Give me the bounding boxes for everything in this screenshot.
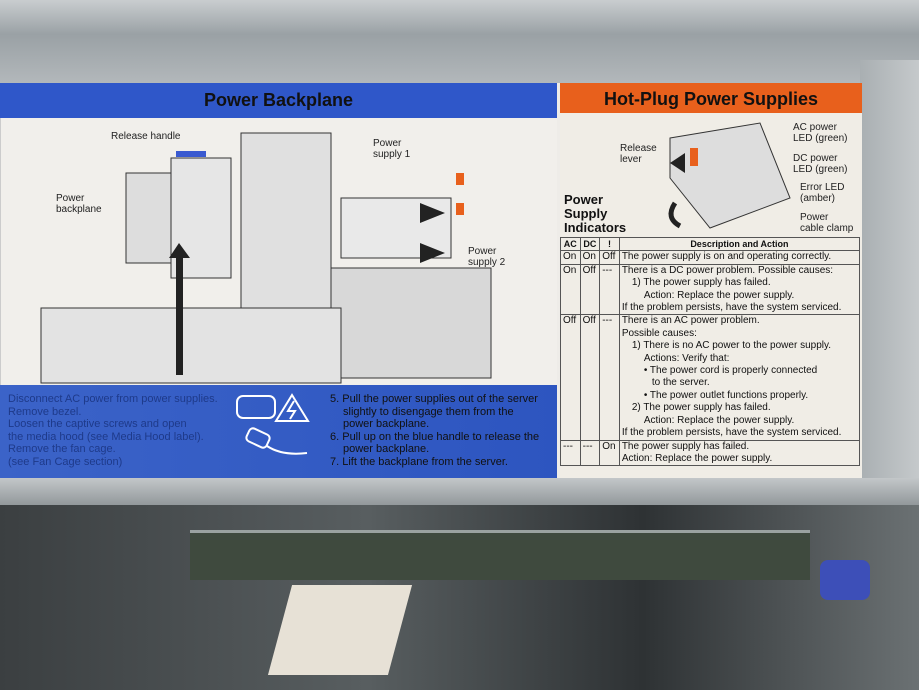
step: 7. Lift the backplane from the server. bbox=[330, 455, 508, 468]
step: power backplane. bbox=[343, 443, 430, 455]
cell-error: On bbox=[599, 439, 620, 467]
power-supply-2-label: Power supply 2 bbox=[468, 246, 506, 268]
chassis-edge bbox=[0, 478, 919, 508]
cell-dc: Off bbox=[579, 263, 601, 316]
cable-clamp-label: Power cable clamp bbox=[800, 212, 854, 234]
step: Disconnect AC power from power supplies. bbox=[8, 393, 218, 405]
steps-left: Disconnect AC power from power supplies.… bbox=[8, 393, 238, 468]
cell-description: There is an AC power problem. Possible c… bbox=[618, 314, 861, 441]
line: Action: Replace the power supply. bbox=[643, 289, 795, 301]
line: 1) There is no AC power to the power sup… bbox=[631, 340, 832, 352]
step: Remove bezel. bbox=[8, 405, 82, 418]
table-row: On Off --- There is a DC power problem. … bbox=[560, 263, 861, 316]
line: There is a DC power problem. Possible ca… bbox=[621, 264, 834, 276]
table-header: AC DC ! Description and Action bbox=[560, 236, 861, 252]
power-warning-icon bbox=[236, 393, 310, 455]
release-lever-label: Release lever bbox=[620, 143, 657, 165]
step: power backplane. bbox=[343, 418, 430, 430]
error-led-label: Error LED (amber) bbox=[800, 182, 845, 204]
table-row: On On Off The power supply is on and ope… bbox=[560, 250, 861, 265]
instructions-band: Disconnect AC power from power supplies.… bbox=[0, 385, 557, 478]
steps-right: 5. Pull the power supplies out of the se… bbox=[330, 393, 555, 468]
step: slightly to disengage them from the bbox=[343, 405, 514, 418]
cell-ac: --- bbox=[560, 439, 581, 467]
line: The power supply has failed. bbox=[621, 440, 750, 452]
cell-dc: Off bbox=[579, 314, 601, 441]
col-error: ! bbox=[599, 236, 620, 252]
cell-ac: On bbox=[560, 263, 581, 316]
line: Actions: Verify that: bbox=[643, 352, 730, 364]
server-internals bbox=[0, 505, 919, 690]
cell-error: Off bbox=[599, 250, 620, 265]
cell-description: There is a DC power problem. Possible ca… bbox=[618, 263, 861, 316]
blue-clip bbox=[820, 560, 870, 600]
service-label: Power Backplane Release handle Power bac… bbox=[0, 83, 862, 478]
line: • The power cord is properly connected bbox=[643, 365, 818, 377]
cell-description: The power supply has failed. Action: Rep… bbox=[618, 439, 861, 467]
power-backplane-title: Power Backplane bbox=[0, 83, 557, 118]
up-arrow bbox=[176, 255, 183, 375]
line: If the problem persists, have the system… bbox=[621, 427, 842, 439]
line: The power supply is on and operating cor… bbox=[621, 251, 832, 263]
line: There is an AC power problem. bbox=[621, 315, 760, 327]
power-supply-illustration bbox=[668, 122, 791, 229]
power-backplane-label: Power backplane bbox=[56, 193, 102, 215]
table-row: --- --- On The power supply has failed. … bbox=[560, 439, 861, 467]
cell-error: --- bbox=[599, 314, 620, 441]
table-row: Off Off --- There is an AC power problem… bbox=[560, 314, 861, 441]
step: the media hood (see Media Hood label). bbox=[8, 430, 204, 443]
hot-plug-title: Hot-Plug Power Supplies bbox=[560, 83, 862, 113]
line: Action: Replace the power supply. bbox=[621, 452, 773, 464]
cell-ac: Off bbox=[560, 314, 581, 441]
ac-led-label: AC power LED (green) bbox=[793, 122, 848, 144]
chassis-top bbox=[0, 0, 919, 86]
power-supply-1-label: Power supply 1 bbox=[373, 138, 411, 160]
line: 2) The power supply has failed. bbox=[631, 402, 771, 414]
circuit-board bbox=[190, 530, 810, 580]
cell-error: --- bbox=[599, 263, 620, 316]
step: 6. Pull up on the blue handle to release… bbox=[330, 430, 540, 443]
cell-ac: On bbox=[560, 250, 581, 265]
cell-dc: --- bbox=[579, 439, 601, 467]
step: (see Fan Cage section) bbox=[8, 455, 123, 468]
backplane-illustration bbox=[40, 132, 492, 384]
col-description: Description and Action bbox=[618, 236, 861, 252]
line: Action: Replace the power supply. bbox=[643, 414, 795, 426]
dc-led-label: DC power LED (green) bbox=[793, 153, 848, 175]
col-ac: AC bbox=[560, 236, 581, 252]
step: Remove the fan cage. bbox=[8, 443, 116, 455]
indicator-table: AC DC ! Description and Action On On Off… bbox=[560, 236, 861, 467]
step: Loosen the captive screws and open bbox=[8, 418, 187, 430]
line: • The power outlet functions properly. bbox=[643, 389, 809, 401]
line: Possible causes: bbox=[621, 327, 697, 339]
hot-plug-panel: Release lever AC power LED (green) DC po… bbox=[560, 113, 862, 478]
line: If the problem persists, have the system… bbox=[621, 302, 842, 314]
line: 1) The power supply has failed. bbox=[631, 277, 771, 289]
cell-description: The power supply is on and operating cor… bbox=[618, 250, 861, 265]
chassis-side bbox=[860, 60, 919, 500]
backplane-diagram: Release handle Power backplane Power sup… bbox=[0, 118, 557, 385]
indicators-title: Power Supply Indicators bbox=[564, 192, 627, 235]
release-handle-label: Release handle bbox=[111, 131, 181, 142]
col-dc: DC bbox=[579, 236, 601, 252]
cell-dc: On bbox=[579, 250, 601, 265]
ribbon-cable bbox=[267, 585, 413, 675]
step: 5. Pull the power supplies out of the se… bbox=[330, 393, 538, 405]
line: to the server. bbox=[651, 377, 710, 389]
